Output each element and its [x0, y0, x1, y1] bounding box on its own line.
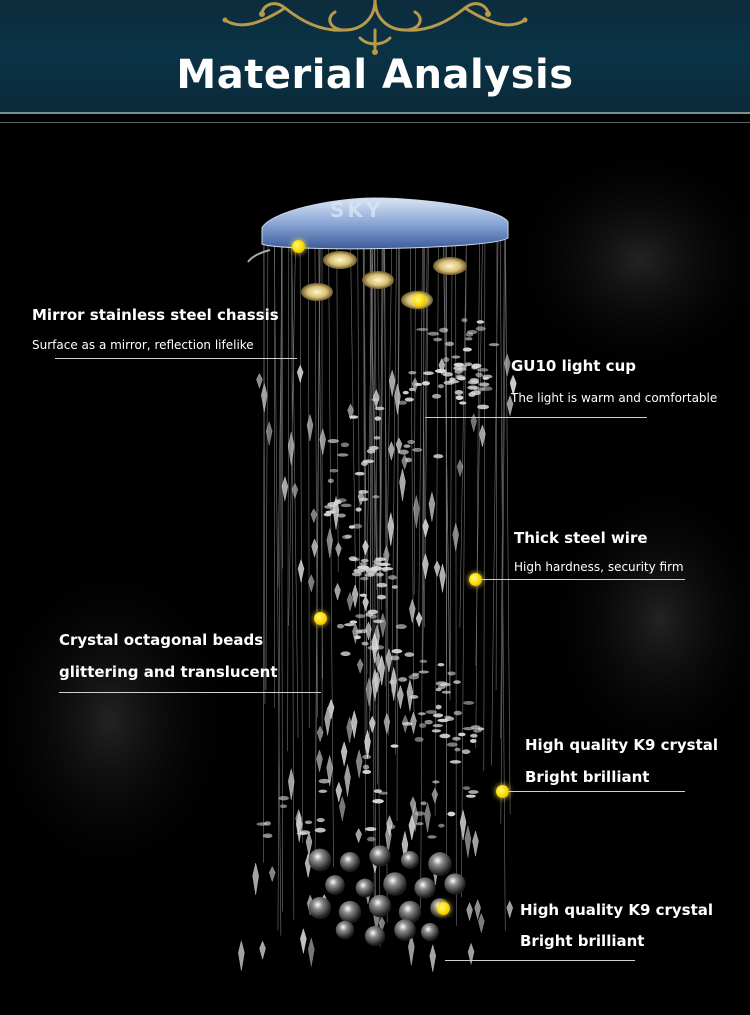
- brand-logo: SKY: [330, 198, 384, 222]
- callout-beads-subtitle: glittering and translucent: [59, 663, 278, 681]
- wire-marker-dot: [469, 573, 482, 586]
- k9-lower-marker-dot: [437, 902, 450, 915]
- scroll-ornament-icon: [222, 0, 528, 55]
- chandelier-product-image: [0, 140, 750, 972]
- callout-chassis-line: [55, 358, 297, 359]
- chassis-marker-dot: [292, 240, 305, 253]
- callout-k9-lower-title: High quality K9 crystal: [520, 901, 714, 919]
- callout-wire-line: [475, 579, 685, 580]
- callout-chassis-title: Mirror stainless steel chassis: [32, 306, 279, 324]
- callout-beads-title: Crystal octagonal beads: [59, 631, 264, 649]
- header-banner: Material Analysis: [0, 0, 750, 114]
- beads-marker-dot: [314, 612, 327, 625]
- divider-line: [0, 122, 750, 123]
- callout-k9-upper-line: [503, 791, 685, 792]
- callout-k9-upper-subtitle: Bright brilliant: [525, 768, 650, 786]
- callout-chassis-subtitle: Surface as a mirror, reflection lifelike: [32, 338, 254, 352]
- callout-k9-lower-line: [445, 960, 635, 961]
- callout-wire-subtitle: High hardness, security firm: [514, 560, 684, 574]
- callout-k9-upper-title: High quality K9 crystal: [525, 736, 719, 754]
- k9-upper-marker-dot: [496, 785, 509, 798]
- gu10-marker-dot: [413, 294, 426, 307]
- callout-k9-lower-subtitle: Bright brilliant: [520, 932, 645, 950]
- page-title: Material Analysis: [176, 52, 574, 98]
- callout-gu10-title: GU10 light cup: [511, 357, 636, 375]
- callout-gu10-line: [425, 417, 647, 418]
- callout-beads-line: [59, 692, 321, 693]
- callout-wire-title: Thick steel wire: [514, 529, 648, 547]
- callout-gu10-subtitle: The light is warm and comfortable: [511, 391, 718, 405]
